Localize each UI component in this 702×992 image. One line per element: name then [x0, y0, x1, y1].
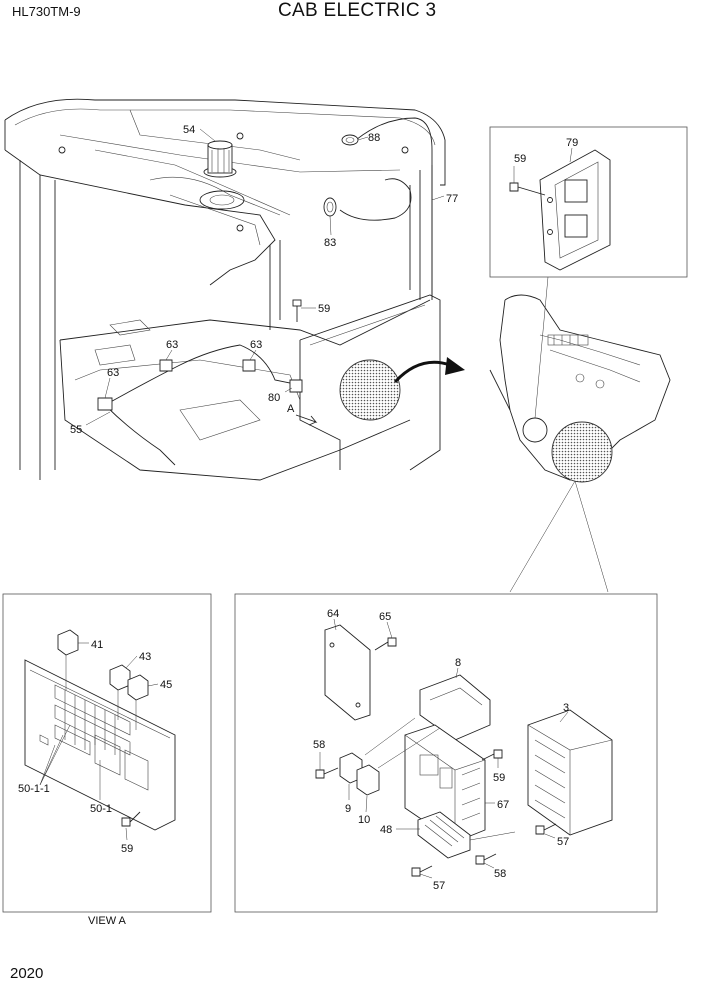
callout-9: 9 — [345, 803, 351, 815]
callout-77: 77 — [446, 193, 458, 205]
callout-59-controller: 59 — [493, 772, 505, 784]
callout-59-bracket: 59 — [514, 153, 526, 165]
callout-41: 41 — [91, 639, 103, 651]
callout-59-view-a: 59 — [121, 843, 133, 855]
callout-3: 3 — [563, 702, 569, 714]
callout-45: 45 — [160, 679, 172, 691]
callout-55: 55 — [70, 424, 82, 436]
view-a-marker: A — [287, 403, 295, 415]
cab-assembly — [4, 98, 465, 481]
model-code: HL730TM-9 — [12, 4, 81, 19]
callout-labels: 54 88 77 83 59 63 63 63 80 A 55 79 59 41… — [18, 124, 578, 892]
rear-hood — [489, 276, 671, 593]
callout-43: 43 — [139, 651, 151, 663]
callout-48: 48 — [380, 824, 392, 836]
callout-59-cab: 59 — [318, 303, 330, 315]
callout-50-1-1: 50-1-1 — [18, 783, 50, 795]
callout-8: 8 — [455, 657, 461, 669]
detail-box-79 — [489, 126, 688, 278]
page-number: 2020 — [10, 965, 44, 982]
callout-10: 10 — [358, 814, 370, 826]
callout-63-c: 63 — [107, 367, 119, 379]
page-title: CAB ELECTRIC 3 — [278, 0, 437, 21]
callout-57-right: 57 — [557, 836, 569, 848]
view-a-caption: VIEW A — [88, 915, 126, 927]
callout-88: 88 — [368, 132, 380, 144]
callout-58-bottom: 58 — [494, 868, 506, 880]
callout-57-bottom: 57 — [433, 880, 445, 892]
view-a-box — [2, 593, 212, 913]
callout-79: 79 — [566, 137, 578, 149]
callout-64: 64 — [327, 608, 339, 620]
controller-box — [234, 593, 658, 913]
callout-80: 80 — [268, 392, 280, 404]
callout-67: 67 — [497, 799, 509, 811]
callout-54: 54 — [183, 124, 195, 136]
callout-83: 83 — [324, 237, 336, 249]
callout-58-left: 58 — [313, 739, 325, 751]
callout-50-1: 50-1 — [90, 803, 112, 815]
callout-65: 65 — [379, 611, 391, 623]
callout-63-b: 63 — [250, 339, 262, 351]
callout-63-a: 63 — [166, 339, 178, 351]
